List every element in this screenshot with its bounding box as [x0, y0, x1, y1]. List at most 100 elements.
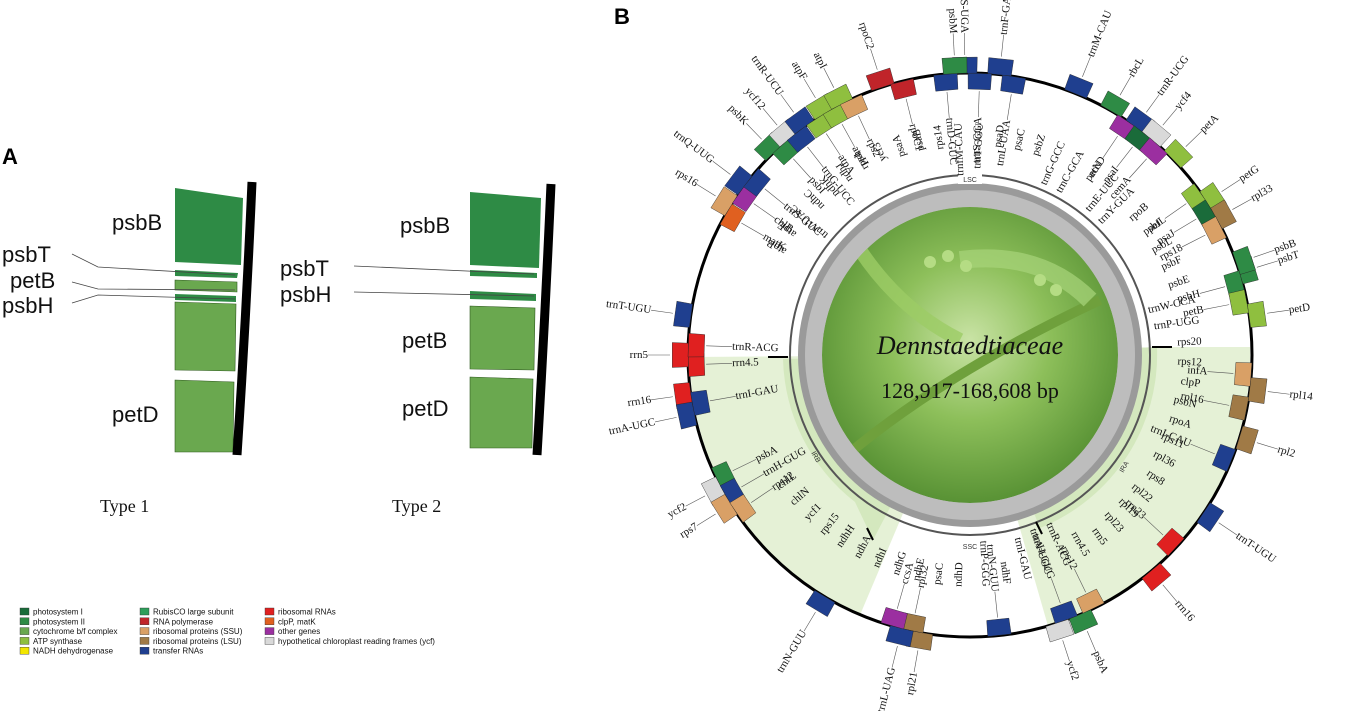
legend-label: ribosomal proteins (LSU): [153, 637, 242, 646]
legend-label: ribosomal RNAs: [278, 608, 336, 617]
gene-label: atpI: [811, 50, 830, 71]
gene-label: trnR-ACG: [732, 341, 779, 355]
gene-block: [1000, 74, 1026, 95]
inner-gene-label: rps12: [1177, 356, 1202, 369]
lsc-label: LSC: [963, 177, 977, 184]
gene-label: rrn16: [1172, 598, 1197, 624]
type1-psbT-stripe: [175, 270, 238, 278]
gene-block: [1211, 443, 1236, 472]
gene-leader: [706, 345, 733, 347]
gene-leader: [905, 98, 913, 125]
gene-leader: [753, 203, 776, 219]
gene-leader: [685, 495, 706, 507]
irb-ssc-boundary: [866, 527, 874, 541]
type1-genome-bar: [232, 181, 257, 456]
gene-label: ycf4: [1172, 89, 1194, 112]
gene-label: trnD-GUC: [943, 117, 959, 165]
inner-gene-label: psbE: [1166, 273, 1191, 291]
type2-petD-label: petD: [402, 396, 448, 421]
gene-leader: [841, 123, 855, 147]
gene-label: petB: [1182, 304, 1205, 320]
gene-leader: [732, 459, 757, 471]
gene-leader: [1190, 443, 1215, 455]
gene-block: [933, 73, 959, 92]
gene-label: ccsA: [899, 561, 917, 585]
gene-block: [743, 168, 771, 197]
gene-label: trnF-GAA: [998, 0, 1015, 35]
fern-photo: [822, 207, 1118, 503]
gene-leader: [978, 91, 980, 118]
type1-petB-label: petB: [10, 268, 55, 293]
gene-leader: [712, 160, 731, 175]
gene-leader: [1181, 234, 1206, 248]
inner-gene-label: psaD: [992, 124, 1007, 148]
legend-label: NADH dehydrogenase: [33, 647, 114, 656]
inner-gene-label: trnP-UGG: [1153, 314, 1200, 332]
type1-diagram: psbB psbT petB psbH petD Type 1: [2, 181, 257, 516]
legend-label: RNA polymerase: [153, 617, 214, 626]
gene-leader: [1218, 522, 1238, 536]
inner-gene-label: rpoB: [1126, 201, 1151, 224]
gene-leader: [1267, 391, 1290, 395]
panel-a: A psbB psbT petB psbH petD Type 1: [2, 144, 556, 656]
gene-block: [1164, 138, 1194, 169]
gene-block: [890, 78, 917, 101]
gene-leader: [654, 417, 677, 423]
type2-psbT-leader: [353, 265, 535, 275]
gene-leader: [741, 473, 765, 488]
legend-label: cytochrome b/f complex: [33, 627, 117, 636]
gene-leader: [1162, 108, 1178, 126]
legend-swatch: [264, 607, 275, 616]
gene-label: rpl2: [1276, 443, 1296, 460]
type2-petB-label: petB: [402, 328, 447, 353]
gene-label: trnA-UGC: [608, 416, 657, 438]
type1-psbH-label: psbH: [2, 293, 53, 318]
gene-leader: [696, 184, 716, 197]
gene-leader: [952, 33, 955, 56]
inner-gene-label: ndhD: [952, 562, 965, 587]
gene-leader: [1203, 400, 1230, 406]
gene-leader: [1185, 131, 1202, 147]
type1-psbT-leader: [71, 253, 236, 276]
inner-gene-label: ndhF: [998, 561, 1013, 585]
gene-leader: [858, 115, 870, 140]
ssc-label: SSC: [963, 544, 977, 551]
legend-swatch: [264, 617, 275, 625]
lsc-label-box: [958, 174, 982, 184]
gene-leader: [870, 48, 878, 70]
legend-label: other genes: [278, 627, 320, 636]
type2-genome-bar: [532, 183, 556, 456]
gene-label: trnT-UGU: [605, 298, 652, 316]
legend-swatch: [139, 617, 150, 625]
type1-petB-upper: [174, 279, 238, 293]
gene-leader: [793, 158, 811, 179]
gene-leader: [994, 591, 998, 618]
gene-block: [1235, 425, 1259, 455]
gene-leader: [1074, 568, 1086, 593]
type2-psbB-label: psbB: [400, 213, 450, 238]
gene-leader: [914, 587, 921, 614]
gene-block: [710, 494, 738, 524]
gene-label: rpl14: [1289, 388, 1314, 403]
inner-gene-label: trnP-GGG: [977, 540, 992, 586]
gene-leader: [741, 222, 765, 237]
gene-block: [865, 67, 895, 91]
gene-leader: [1119, 75, 1132, 96]
gene-block: [690, 389, 711, 416]
gene-label: trnT-UGU: [1234, 530, 1278, 565]
gene-block: [805, 590, 836, 617]
gene-label: trnQ-UUG: [671, 128, 716, 166]
gene-block: [987, 57, 1014, 77]
gene-label: petA: [1197, 112, 1221, 136]
gene-leader: [1267, 309, 1289, 314]
gene-label: trnN-GUU: [984, 544, 1001, 593]
gene-block: [1247, 300, 1267, 328]
gene-block: [729, 494, 757, 523]
gene-leader: [1221, 179, 1241, 192]
legend-swatch: [139, 647, 150, 655]
gene-leader: [1253, 249, 1275, 258]
gene-block: [675, 401, 698, 430]
gene-leader: [1086, 631, 1097, 652]
type1-caption: Type 1: [100, 496, 149, 516]
gene-blocks: [672, 56, 1268, 651]
